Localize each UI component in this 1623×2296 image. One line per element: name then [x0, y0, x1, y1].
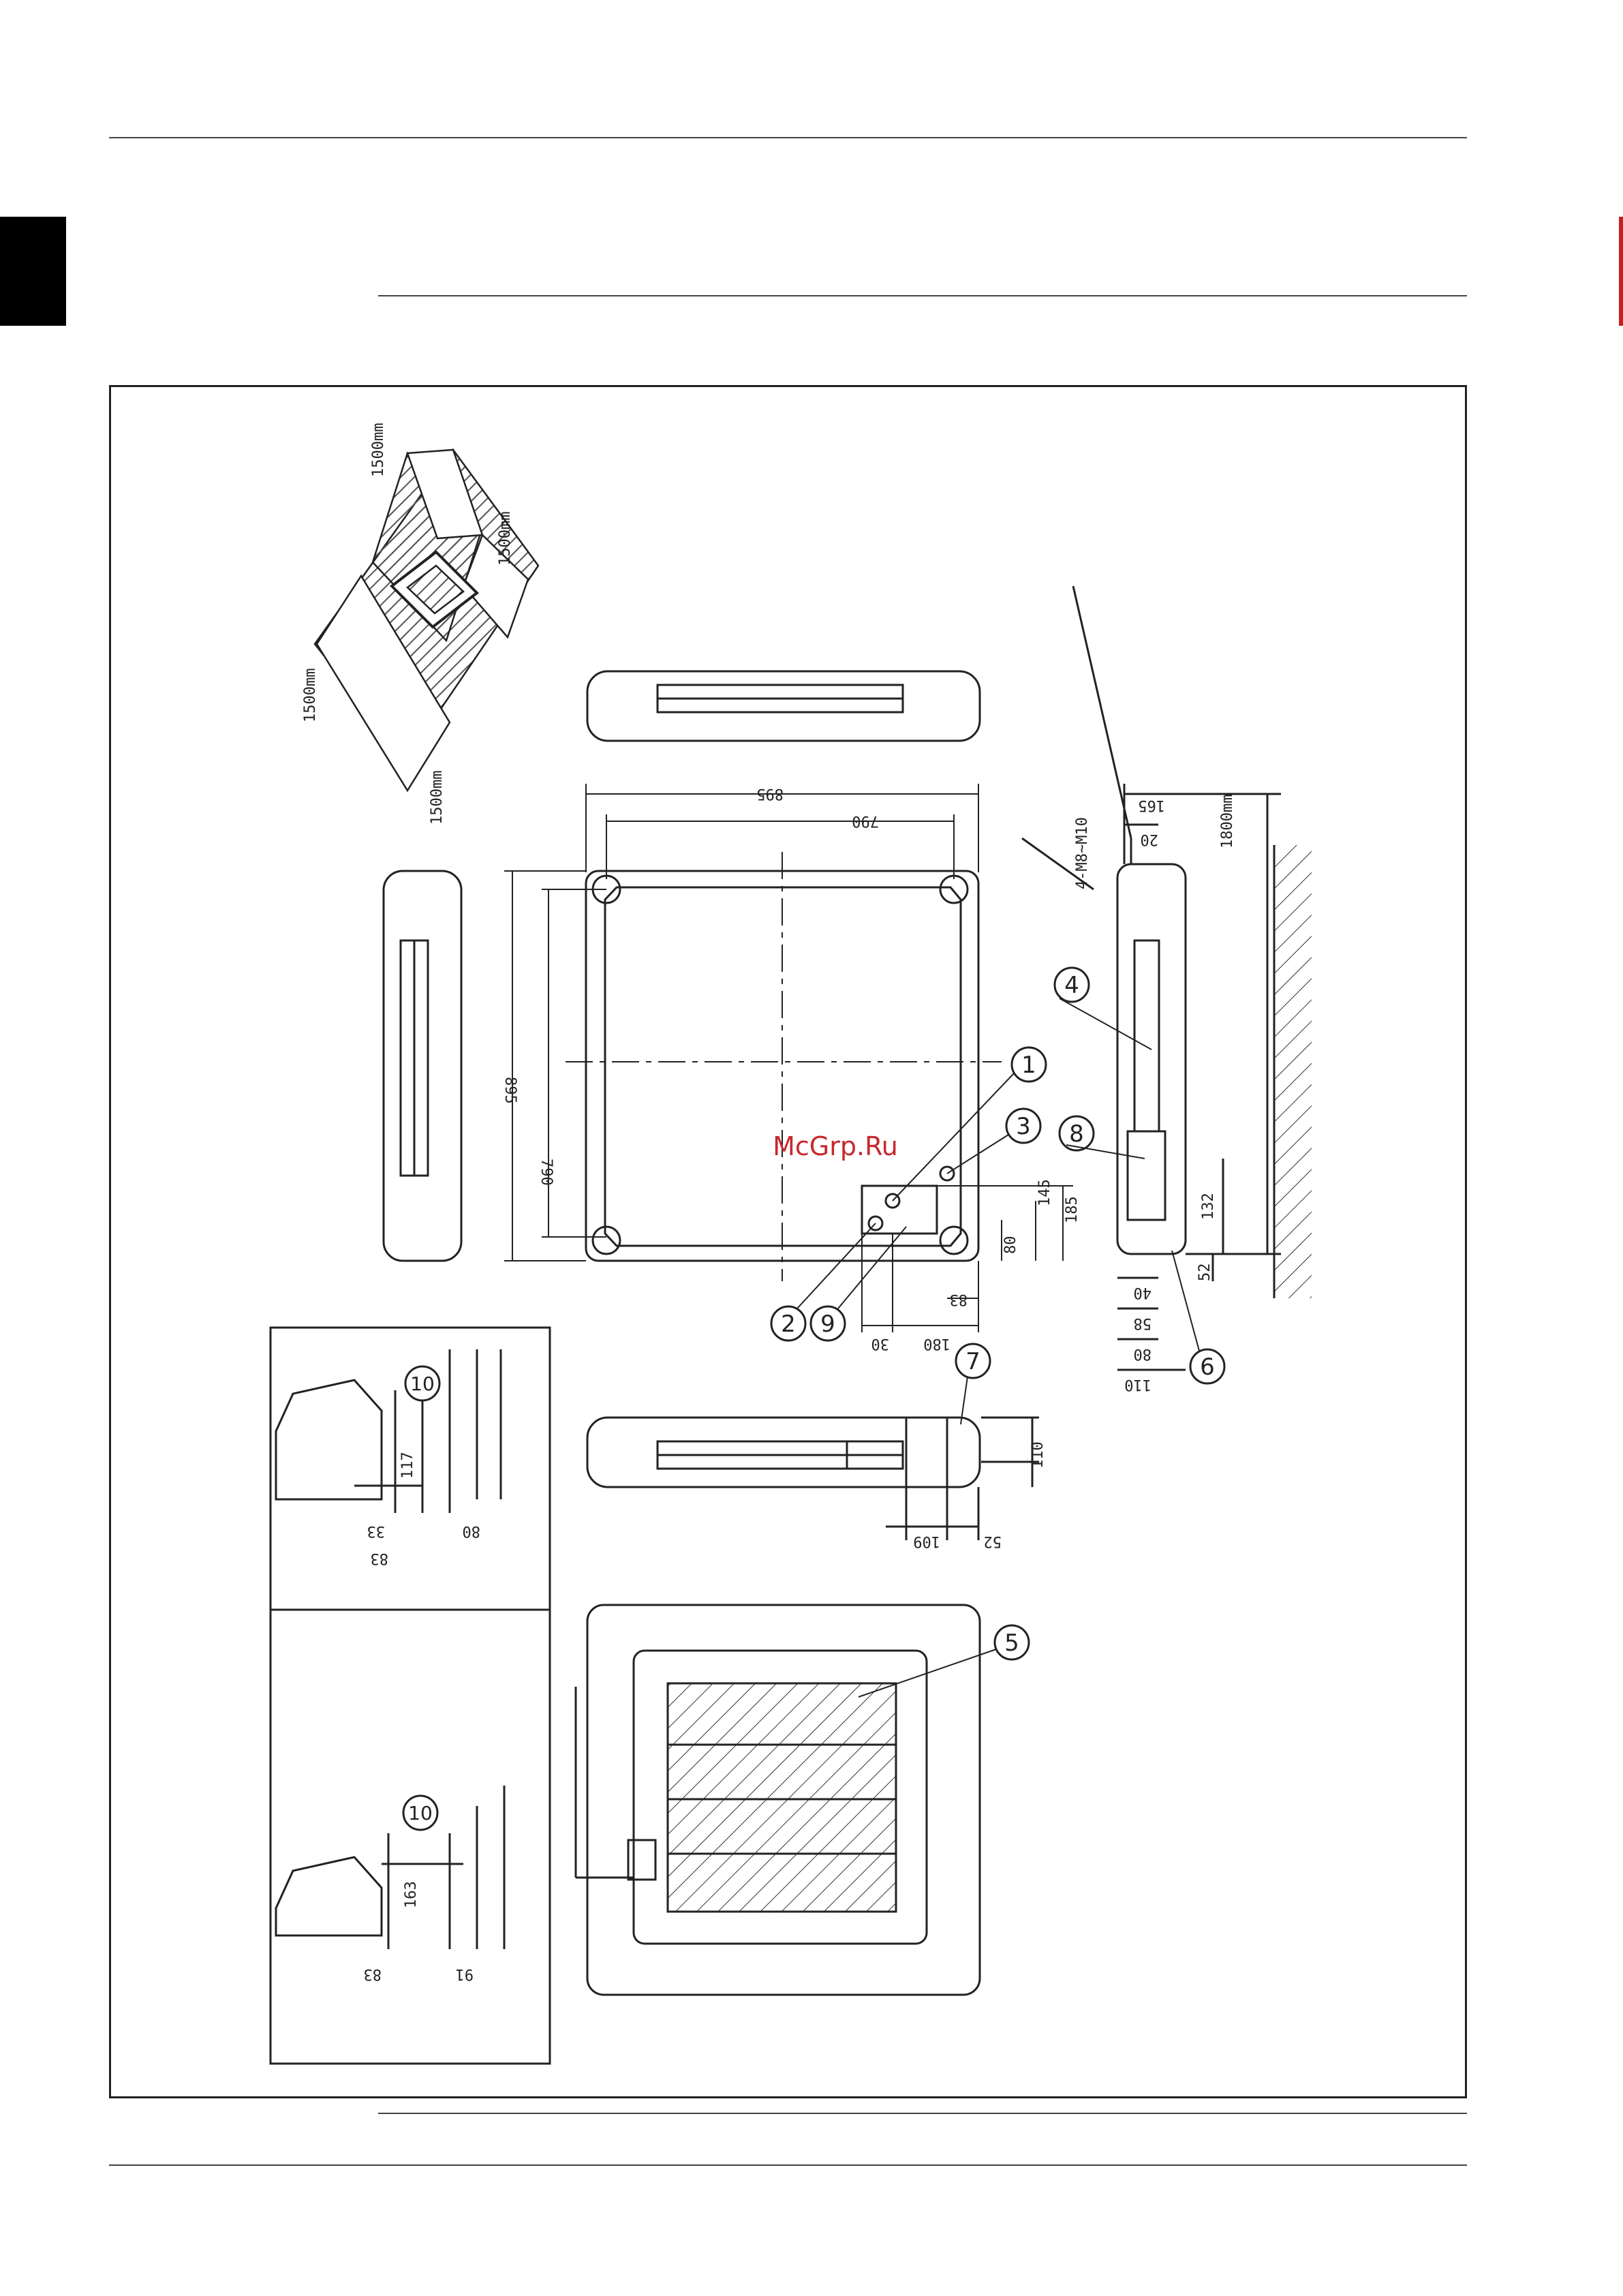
dim-pipe-30: 30: [871, 1335, 890, 1352]
dim-side-132: 132: [1200, 1193, 1217, 1220]
dim-width-outer: 895: [756, 785, 784, 802]
callout-6: 6: [1200, 1353, 1215, 1381]
dim-detail-33: 33: [367, 1522, 386, 1540]
callout-10-bottom: 10: [408, 1802, 433, 1824]
clearance-isometric: [315, 450, 538, 791]
dim-detail-83b: 83: [364, 1965, 382, 1983]
callout-1: 1: [1021, 1052, 1036, 1079]
dim-side-58: 58: [1134, 1315, 1152, 1332]
dim-pipe-180: 180: [923, 1335, 950, 1352]
callout-9: 9: [820, 1311, 835, 1338]
dim-depth-outer: 895: [501, 1077, 519, 1104]
dim-side-1800mm: 1800mm: [1219, 795, 1236, 848]
dim-detail-83: 83: [371, 1550, 389, 1567]
callout-2: 2: [781, 1311, 796, 1338]
clearance-label-top: 1500mm: [370, 423, 387, 477]
watermark: McGrp.Ru: [747, 1131, 924, 1161]
clearance-label-left: 1500mm: [302, 669, 319, 722]
detail-panels: [270, 1328, 550, 2064]
dim-pipe-80: 80: [1002, 1236, 1019, 1255]
clearance-label-right: 1500mm: [497, 512, 514, 566]
dim-side-52: 52: [1196, 1264, 1214, 1282]
dim-side-110: 110: [1124, 1376, 1151, 1393]
front-elevation-top: [587, 671, 980, 741]
dim-pipe-185: 185: [1064, 1196, 1081, 1223]
plan-view: [566, 852, 1002, 1281]
side-elevation-left: [384, 871, 461, 1261]
callout-8: 8: [1069, 1120, 1084, 1148]
dim-detail-80: 80: [463, 1522, 481, 1540]
grille-view: [576, 1605, 980, 1995]
dim-side-80: 80: [1134, 1345, 1152, 1362]
hanger-bolt-label: 4-M8~M10: [1074, 817, 1091, 889]
callout-5: 5: [1004, 1629, 1019, 1657]
dim-elev-110: 110: [1030, 1441, 1047, 1469]
dim-pipe-83: 83: [950, 1291, 968, 1308]
callout-7: 7: [965, 1348, 980, 1375]
dim-elev-109: 109: [913, 1533, 940, 1550]
dim-elev-52: 52: [984, 1533, 1002, 1550]
dim-side-20: 20: [1141, 831, 1159, 848]
dim-side-165: 165: [1138, 797, 1165, 814]
dim-detail-163: 163: [403, 1881, 420, 1908]
callout-10-top: 10: [410, 1373, 435, 1395]
dim-depth-hanger: 790: [538, 1159, 555, 1186]
dim-pipe-145: 145: [1036, 1179, 1053, 1206]
callout-3: 3: [1016, 1113, 1031, 1140]
plan-dimensions: [504, 784, 1073, 1332]
dim-detail-91: 91: [456, 1965, 474, 1983]
clearance-label-bottom: 1500mm: [429, 771, 446, 825]
dim-width-hanger: 790: [852, 812, 879, 829]
front-elevation-bottom: [587, 1418, 1039, 1540]
dim-side-40: 40: [1134, 1284, 1152, 1301]
callout-4: 4: [1064, 972, 1079, 999]
dim-detail-117: 117: [399, 1452, 416, 1479]
